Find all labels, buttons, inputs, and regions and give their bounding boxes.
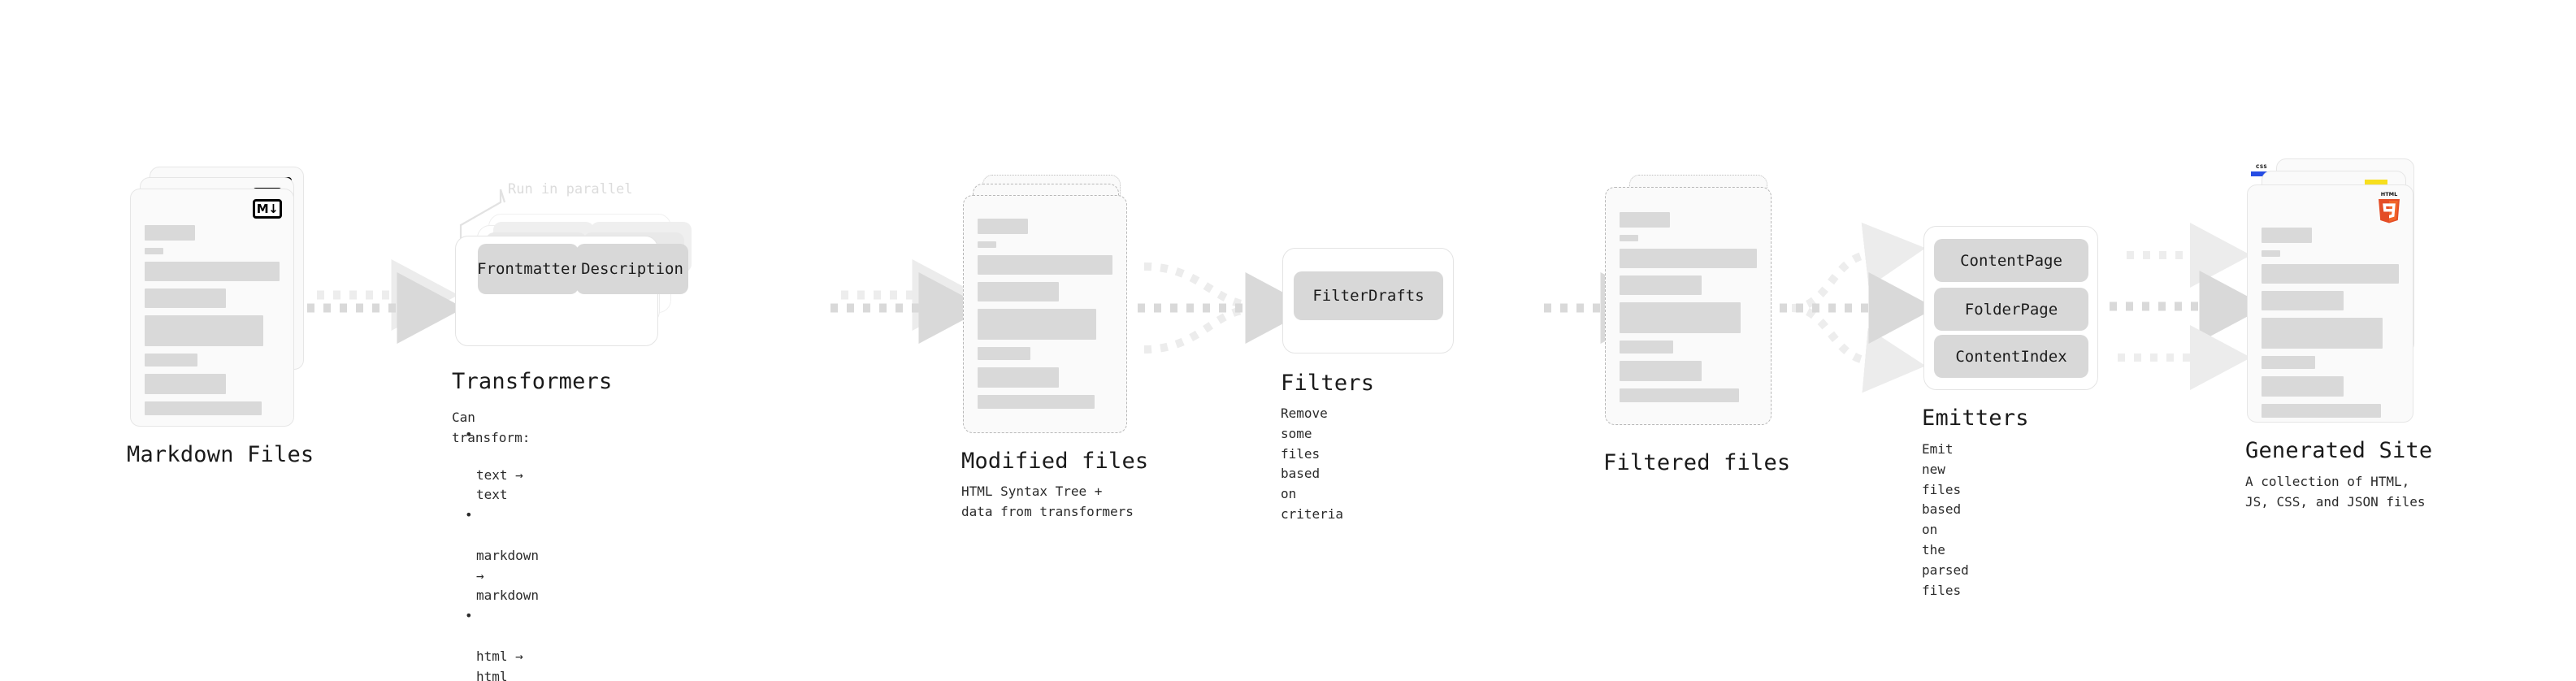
connector-md-to-transformers bbox=[307, 259, 464, 344]
list-item: • html → html bbox=[465, 606, 539, 681]
markdown-icon: M↓ bbox=[253, 199, 282, 219]
markdown-file-stack: M↓ M↓ M↓ bbox=[130, 167, 305, 427]
modified-files-desc: HTML Syntax Tree + data from transformer… bbox=[961, 484, 1134, 519]
filters-desc: Remove some files based on criteria bbox=[1281, 406, 1344, 522]
filtered-file-stack bbox=[1605, 175, 1776, 435]
stage-title-modified-files: Modified files bbox=[961, 449, 1149, 474]
chip-label: ContentIndex bbox=[1955, 347, 2067, 366]
chip-label: Frontmatter bbox=[477, 260, 579, 278]
transformer-chip-frontmatter[interactable]: Frontmatter bbox=[477, 244, 579, 294]
chip-label: ContentPage bbox=[1960, 251, 2062, 270]
skeleton-content bbox=[2262, 228, 2399, 425]
svg-text:HTML: HTML bbox=[2381, 191, 2397, 197]
emitters-desc: Emit new files based on the parsed files bbox=[1922, 441, 1969, 598]
stage-title-transformers: Transformers bbox=[452, 369, 613, 394]
stage-title-filters: Filters bbox=[1281, 371, 1375, 396]
run-in-parallel-label: Run in parallel bbox=[508, 181, 633, 197]
chip-label: FilterDrafts bbox=[1312, 287, 1425, 305]
stage-modified-files: Modified files HTML Syntax Tree + data f… bbox=[961, 175, 1148, 519]
stage-generated-site: HTML Generated Sit bbox=[2245, 158, 2432, 510]
filtered-card-front[interactable] bbox=[1605, 187, 1772, 425]
chip-label: FolderPage bbox=[1964, 300, 2058, 319]
transformer-chip-description[interactable]: Description bbox=[576, 244, 688, 294]
emitter-chip-contentpage[interactable]: ContentPage bbox=[1934, 239, 2088, 282]
generated-site-file-stack: HTML bbox=[2247, 158, 2426, 427]
modified-file-stack bbox=[963, 175, 1134, 435]
connector-transformers-to-modified bbox=[830, 259, 986, 344]
bullet-text: markdown → markdown bbox=[476, 547, 540, 604]
chip-label: Description bbox=[581, 260, 683, 278]
emitter-chip-folderpage[interactable]: FolderPage bbox=[1934, 288, 2088, 331]
transformers-desc: Can transform: bbox=[452, 410, 531, 445]
bullet-text: html → html bbox=[476, 648, 523, 681]
generated-card-front[interactable]: HTML bbox=[2247, 184, 2413, 423]
css3-icon bbox=[2251, 164, 2272, 176]
emitter-chip-contentindex[interactable]: ContentIndex bbox=[1934, 335, 2088, 378]
stage-title-generated-site: Generated Site bbox=[2245, 438, 2433, 463]
stage-title-markdown-files: Markdown Files bbox=[127, 442, 314, 467]
connector-emitters-to-site bbox=[2110, 223, 2266, 390]
stage-filtered-files: Filtered files bbox=[1603, 175, 1790, 475]
list-item: • text → text bbox=[465, 427, 523, 503]
stage-title-filtered-files: Filtered files bbox=[1603, 450, 1791, 475]
skeleton-content bbox=[1620, 212, 1757, 410]
html5-icon: HTML bbox=[2375, 190, 2403, 223]
list-item: • markdown → markdown bbox=[465, 507, 540, 604]
transformers-bullet-list: • text → text • markdown → markdown • ht… bbox=[462, 425, 539, 681]
connector-modified-to-filters bbox=[1138, 262, 1312, 354]
modified-card-front[interactable] bbox=[963, 195, 1127, 433]
bullet-text: text → text bbox=[476, 466, 523, 503]
markdown-card-front[interactable]: M↓ bbox=[130, 189, 294, 427]
stage-markdown-files: M↓ M↓ M↓ Markdown Files bbox=[127, 167, 314, 466]
skeleton-content bbox=[145, 225, 280, 423]
filter-chip-filterdrafts[interactable]: FilterDrafts bbox=[1294, 271, 1443, 320]
skeleton-content bbox=[978, 219, 1112, 416]
connector-filtered-to-emitters bbox=[1780, 222, 1936, 393]
stage-title-emitters: Emitters bbox=[1922, 406, 2029, 431]
generated-site-desc: A collection of HTML, JS, CSS, and JSON … bbox=[2245, 474, 2426, 510]
